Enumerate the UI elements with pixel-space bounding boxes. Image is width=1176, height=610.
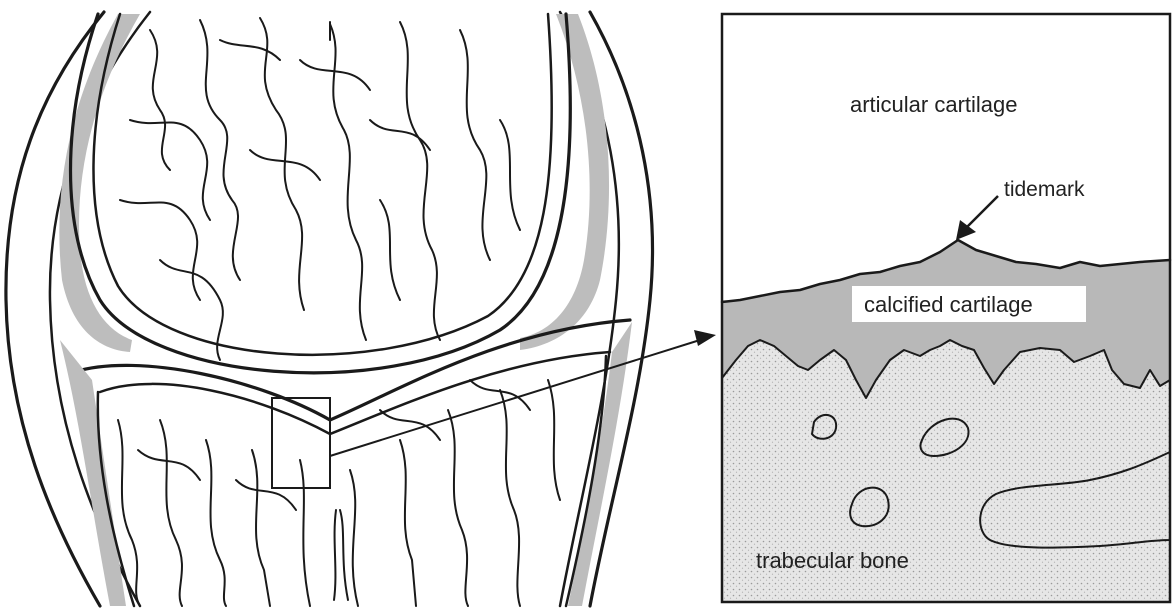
connector-line [330, 340, 700, 456]
femoral-condyle-outer [71, 14, 571, 373]
femoral-trabeculae [120, 18, 520, 360]
connector-arrowhead [694, 330, 716, 346]
tidemark-pointer-arrowhead [956, 220, 976, 240]
label-articular-cartilage: articular cartilage [850, 92, 1018, 117]
label-tidemark: tidemark [1004, 178, 1085, 201]
tibial-cartilage-band [60, 340, 126, 606]
tibial-trabeculae [118, 380, 560, 606]
joint-cross-section [6, 12, 653, 606]
detail-inset: articular cartilage tidemark calcified c… [722, 14, 1170, 602]
label-calcified-cartilage: calcified cartilage [864, 292, 1033, 317]
tidemark-pointer-line [966, 196, 998, 228]
femoral-cartilage-band-right [520, 14, 609, 350]
femoral-condyle-inner [93, 14, 551, 355]
label-trabecular-bone: trabecular bone [756, 548, 909, 573]
